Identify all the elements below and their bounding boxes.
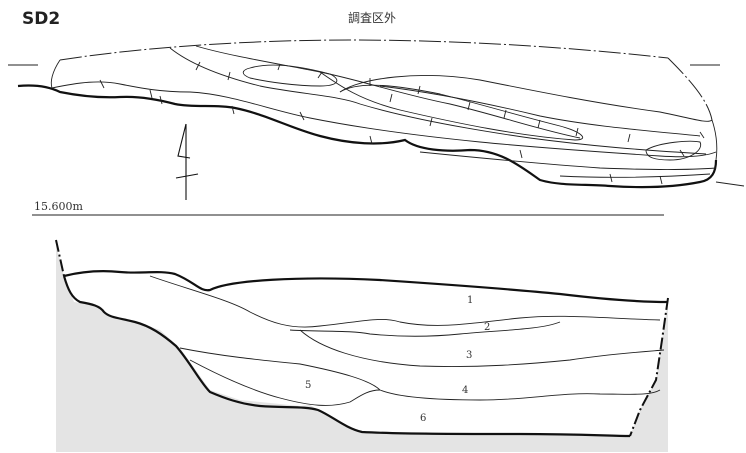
plan-contour-9 xyxy=(419,151,717,170)
layer-boundary-1-2 xyxy=(149,275,661,328)
plan-outline-left xyxy=(50,59,61,89)
plan-contour-3 xyxy=(195,45,581,139)
plan-contour-4 xyxy=(319,71,584,141)
layer-label-2: 2 xyxy=(484,322,490,333)
plan-outline-dashed-right xyxy=(667,57,713,121)
plan-contour-10 xyxy=(559,173,711,178)
plan-hachures xyxy=(99,61,705,185)
section-top-surface xyxy=(63,270,669,304)
north-arrow-icon xyxy=(175,123,199,200)
outside-survey-label: 調査区外 xyxy=(348,11,396,25)
plan-contour-6 xyxy=(339,75,713,122)
plan-contour-7 xyxy=(379,85,701,137)
plan-contour-1 xyxy=(51,81,717,158)
plan-outline-dashed-top xyxy=(59,39,669,61)
figure-title: SD2 xyxy=(22,9,60,29)
layer-label-6: 6 xyxy=(420,413,426,424)
section-view: 1 2 3 4 5 6 xyxy=(55,239,669,452)
layer-label-3: 3 xyxy=(466,350,472,361)
excavation-edge-left xyxy=(55,239,65,277)
layer-label-1: 1 xyxy=(467,295,473,306)
elevation-label: 15.600m xyxy=(34,200,83,213)
layer-boundary-5 xyxy=(189,359,381,406)
plan-outline-right xyxy=(711,119,718,161)
plan-contour-5 xyxy=(242,64,338,87)
section-cut-line xyxy=(62,275,631,438)
plan-view xyxy=(8,39,745,200)
ground-fill xyxy=(56,244,668,452)
layer-boundary-3-4 xyxy=(299,329,665,367)
layer-label-5: 5 xyxy=(305,380,311,391)
excavation-edge-right xyxy=(629,297,669,437)
layer-boundary-2-3 xyxy=(289,321,561,337)
plan-bottom-outline xyxy=(17,84,718,189)
plan-contour-2 xyxy=(169,47,707,155)
plan-contour-8 xyxy=(645,140,702,161)
ground-line-right-low xyxy=(715,181,745,187)
layer-boundary-4-6 xyxy=(179,347,661,401)
layer-label-4: 4 xyxy=(462,385,468,396)
